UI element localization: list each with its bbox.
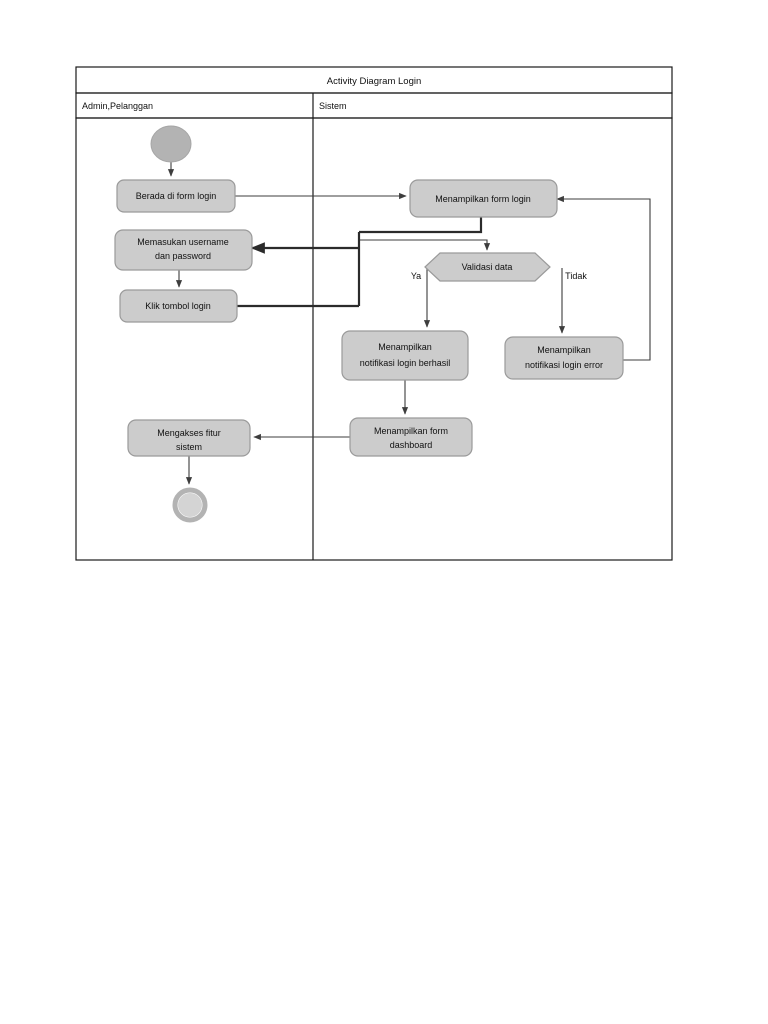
node-klik-tombol-login[interactable]: Klik tombol login [119, 289, 238, 323]
node-end[interactable] [172, 487, 208, 523]
node-memasukan-username-dan-password[interactable]: Memasukan username dan password [114, 229, 253, 271]
lane-body-band [75, 117, 673, 561]
action-shape [116, 179, 236, 213]
node-menampilkan-form-dashboard[interactable]: Menampilkan form dashboard [349, 417, 473, 457]
lane-header-band [75, 92, 673, 119]
flow-n7-back-to-n2 [556, 195, 651, 361]
node-label: Menampilkan form login [435, 194, 531, 204]
node-label-line-1: Memasukan username [137, 237, 229, 247]
action-shape [504, 336, 624, 380]
node-label: Berada di form login [136, 191, 217, 201]
initial-node-icon [150, 125, 192, 163]
node-menampilkan-form-login[interactable]: Menampilkan form login [409, 179, 558, 218]
node-label-line-1: Menampilkan form [374, 426, 448, 436]
action-shape [341, 330, 469, 381]
lane-header-system: Sistem [319, 101, 347, 111]
action-shape [349, 417, 473, 457]
node-label-line-2: notifikasi login error [525, 360, 603, 370]
lane-header-actor: Admin,Pelanggan [82, 101, 153, 111]
flow-connectors: Menampilkan notifikasi login berhasil --… [167, 161, 651, 485]
node-label-line-1: Menampilkan [378, 342, 432, 352]
guard-label-ya: Ya [411, 271, 421, 281]
decision-shape [424, 252, 551, 282]
final-node-core [178, 493, 202, 517]
guard-label-tidak: Tidak [565, 271, 587, 281]
node-label-line-2: sistem [176, 442, 202, 452]
diagram-title: Activity Diagram Login [327, 76, 422, 87]
node-start[interactable] [150, 125, 192, 163]
node-mengakses-fitur-sistem[interactable]: Mengakses fitur sistem [127, 419, 251, 457]
node-label: Validasi data [462, 262, 513, 272]
node-label-line-2: dan password [155, 251, 211, 261]
node-label-line-2: notifikasi login berhasil [360, 358, 451, 368]
node-menampilkan-notifikasi-login-berhasil[interactable]: Menampilkan notifikasi login berhasil [341, 330, 469, 381]
node-menampilkan-notifikasi-login-error[interactable]: Menampilkan notifikasi login error [504, 336, 624, 380]
node-label: Klik tombol login [145, 301, 211, 311]
node-berada-di-form-login[interactable]: Berada di form login [116, 179, 236, 213]
action-shape [119, 289, 238, 323]
final-node-ring [172, 487, 208, 523]
flow-n2-down-left [359, 217, 483, 234]
action-shape [114, 229, 253, 271]
node-validasi-data[interactable]: Validasi data [424, 252, 551, 282]
diagram-frame [75, 66, 673, 561]
node-label-line-2: dashboard [390, 440, 433, 450]
flow-junction-to-n5 [359, 239, 491, 251]
action-shape [127, 419, 251, 457]
action-shape [409, 179, 558, 218]
node-label-line-1: Mengakses fitur [157, 428, 221, 438]
node-label-line-1: Menampilkan [537, 345, 591, 355]
